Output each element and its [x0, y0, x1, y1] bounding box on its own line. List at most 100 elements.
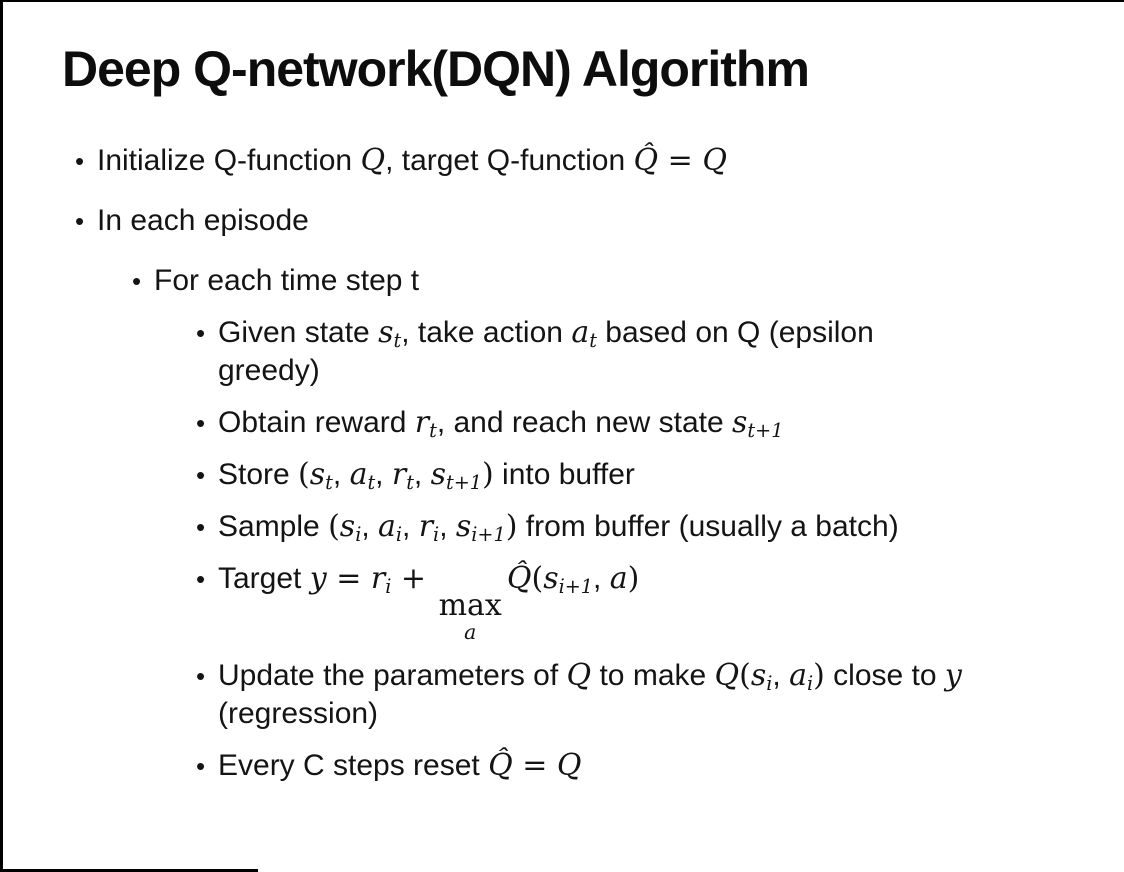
math-r: r: [391, 457, 407, 492]
math-Q-hat: Q̂: [488, 748, 513, 783]
text-segment: Every C steps reset: [218, 749, 489, 782]
math-open-paren: (: [739, 658, 751, 693]
text-segment: Obtain reward: [218, 406, 415, 439]
math-r: r: [414, 405, 430, 440]
math-subscript-t-plus-1: t+1: [747, 418, 784, 442]
bullet-icon: •: [75, 206, 85, 236]
math-subscript-i: i: [385, 574, 392, 598]
text-segment: Given state: [218, 316, 379, 349]
bullet-icon: •: [132, 266, 142, 296]
math-subscript-i-plus-1: i+1: [471, 522, 506, 546]
math-s: s: [543, 561, 559, 596]
math-equals: =: [658, 143, 703, 178]
math-close-paren: ): [627, 561, 640, 596]
math-Q: Q: [566, 658, 592, 693]
bullet-text: For each time step t: [154, 262, 419, 300]
math-y: y: [309, 561, 327, 596]
window-frame-top-edge: [0, 0, 1124, 2]
math-s: s: [430, 457, 446, 492]
math-subscript-i: i: [433, 522, 440, 546]
bullet-icon: •: [75, 146, 85, 176]
text-segment: Target: [218, 562, 310, 595]
math-s: s: [339, 509, 356, 544]
math-subscript-t: t: [429, 418, 437, 442]
bullet-icon: •: [196, 318, 206, 348]
text-segment: into buffer: [493, 458, 635, 491]
bullet-icon: •: [196, 751, 206, 781]
math-equals: =: [326, 561, 371, 596]
math-equals: =: [512, 748, 557, 783]
math-subscript-t: t: [406, 470, 414, 494]
bullet-text: Sample (si, ai, ri, si+1) from buffer (u…: [218, 508, 899, 546]
math-r: r: [370, 561, 386, 596]
math-close-paren: ): [481, 457, 494, 492]
separator: ,: [413, 458, 431, 491]
bullet-icon: •: [196, 661, 206, 691]
math-a: a: [789, 658, 807, 693]
text-segment: For each time step t: [154, 264, 420, 297]
bullet-icon: •: [196, 512, 206, 542]
bullet-initialize-q-functions: • Initialize Q-function Q, target Q-func…: [75, 142, 1104, 180]
math-s: s: [732, 405, 748, 440]
bullet-every-c-steps-reset: • Every C steps reset Q̂ = Q: [196, 747, 1104, 785]
math-close-paren: ): [505, 509, 518, 544]
text-segment: Initialize Q-function: [97, 144, 361, 177]
bullet-text: Update the parameters of Q to make Q(si,…: [218, 657, 963, 733]
bullet-text: Every C steps reset Q̂ = Q: [218, 747, 582, 785]
text-segment: In each episode: [97, 204, 309, 237]
text-segment: from buffer (usually a batch): [517, 510, 899, 543]
bullet-in-each-episode: • In each episode: [75, 202, 1104, 240]
text-segment: , and reach new state: [436, 406, 733, 439]
bullet-update-parameters: • Update the parameters of Q to make Q(s…: [196, 657, 1104, 733]
math-subscript-t: t: [325, 470, 333, 494]
bullet-sample-from-buffer: • Sample (si, ai, ri, si+1) from buffer …: [196, 508, 1104, 546]
window-frame-bottom-edge: [0, 869, 258, 872]
math-s: s: [309, 457, 326, 492]
separator: ,: [361, 510, 378, 543]
bullet-given-state-take-action: • Given state st, take action at based o…: [196, 314, 1104, 390]
math-Q: Q: [702, 143, 727, 178]
bullet-text: Obtain reward rt, and reach new state st…: [218, 404, 783, 442]
separator: ,: [402, 510, 419, 543]
math-open-paren: (: [328, 509, 340, 544]
text-segment: to make: [591, 659, 715, 692]
bullet-icon: •: [196, 564, 206, 594]
bullet-store-into-buffer: • Store (st, at, rt, st+1) into buffer: [196, 456, 1104, 494]
math-open-paren: (: [298, 457, 310, 492]
math-subscript-t: t: [367, 470, 376, 494]
math-a: a: [571, 315, 590, 350]
math-Q: Q: [360, 143, 386, 178]
text-segment: Store: [218, 458, 299, 491]
bullet-list: • Initialize Q-function Q, target Q-func…: [0, 142, 1104, 799]
math-subscript-i: i: [355, 522, 362, 546]
text-segment: Update the parameters of: [218, 659, 567, 692]
max-label: max: [438, 588, 502, 623]
math-subscript-i-plus-1: i+1: [558, 574, 594, 598]
math-y: y: [944, 658, 962, 693]
text-segment: close to: [824, 659, 945, 692]
math-a: a: [378, 509, 396, 544]
max-underscript-a: a: [464, 620, 477, 644]
math-plus: +: [391, 561, 436, 596]
math-Q-hat: Q̂: [633, 143, 659, 178]
text-segment: , target Q-function: [385, 144, 634, 177]
math-s: s: [378, 315, 394, 350]
math-Q: Q: [714, 658, 740, 693]
separator: ,: [332, 458, 350, 491]
bullet-icon: •: [196, 408, 206, 438]
math-a: a: [609, 561, 628, 596]
text-segment: based on Q (epsilon greedy): [218, 316, 874, 387]
bullet-text: Initialize Q-function Q, target Q-functi…: [97, 142, 727, 180]
bullet-for-each-time-step: • For each time step t: [132, 262, 1104, 300]
bullet-text: Given state st, take action at based on …: [218, 314, 963, 390]
slide-title: Deep Q-network(DQN) Algorithm: [62, 41, 810, 97]
separator: ,: [772, 659, 790, 692]
separator: ,: [375, 458, 392, 491]
bullet-text: In each episode: [97, 202, 309, 240]
separator: ,: [593, 562, 610, 595]
math-subscript-t-plus-1: t+1: [445, 470, 482, 494]
math-s: s: [455, 509, 472, 544]
math-subscript-i: i: [395, 522, 403, 546]
bullet-text: Store (st, at, rt, st+1) into buffer: [218, 456, 635, 494]
